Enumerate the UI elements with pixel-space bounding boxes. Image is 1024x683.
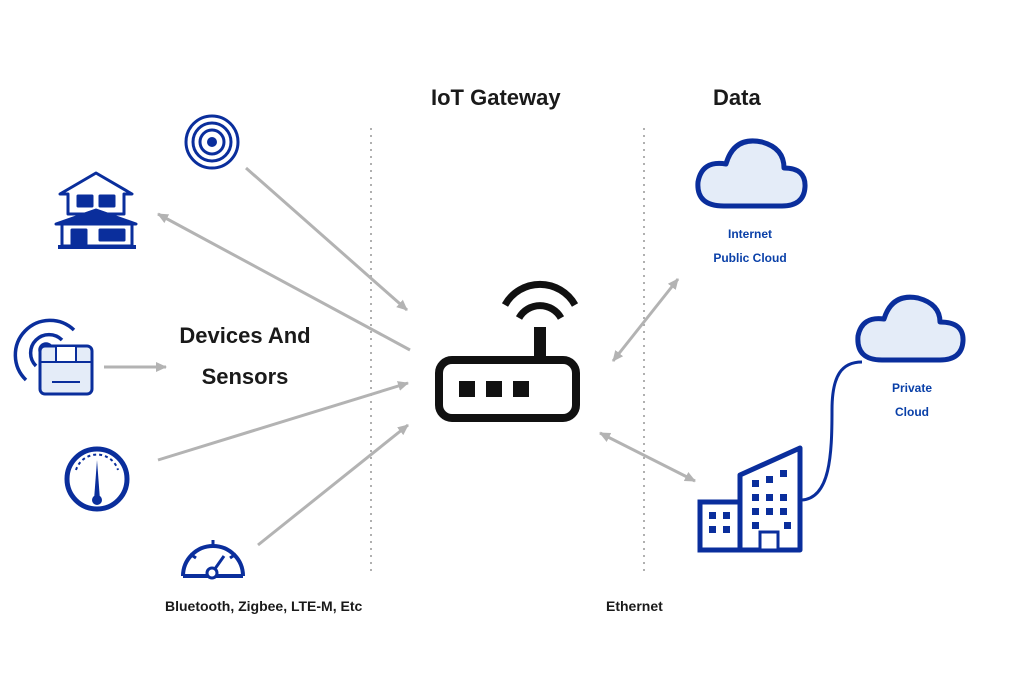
- devices-label-line1: Devices And: [179, 323, 311, 348]
- router-icon: [435, 280, 580, 422]
- private-cloud-icon: [855, 294, 966, 363]
- target-icon: [184, 114, 240, 170]
- data-heading: Data: [713, 85, 761, 110]
- gateway-heading: IoT Gateway: [431, 85, 561, 110]
- arrow-speedometer-to-gateway: [257, 423, 409, 547]
- private-cloud-line2: Cloud: [895, 405, 929, 419]
- arrow-gauge-to-gateway: [157, 381, 409, 462]
- house-icon: [54, 171, 138, 249]
- devices-and-sensors-label: Devices And Sensors: [160, 315, 330, 397]
- arrow-gateway-building: [599, 431, 696, 483]
- building-cloud-link: [801, 360, 863, 502]
- ethernet-label: Ethernet: [606, 598, 663, 614]
- devices-label-line2: Sensors: [201, 364, 289, 389]
- speedometer-icon: [181, 540, 245, 580]
- gauge-icon: [64, 446, 130, 512]
- arrow-gateway-public-cloud: [611, 278, 680, 362]
- wireless-protocols-label: Bluetooth, Zigbee, LTE-M, Etc: [165, 598, 363, 614]
- public-cloud-line2: Public Cloud: [713, 251, 787, 265]
- arrow-target-to-gateway: [245, 166, 408, 312]
- public-cloud-label: Internet Public Cloud: [690, 222, 810, 270]
- public-cloud-icon: [695, 138, 808, 209]
- building-icon: [697, 445, 803, 553]
- private-cloud-line1: Private: [891, 381, 933, 395]
- rfid-package-icon: [13, 318, 94, 396]
- arrow-house-gateway: [157, 212, 411, 352]
- private-cloud-label: Private Cloud: [862, 376, 962, 424]
- public-cloud-line1: Internet: [727, 227, 772, 241]
